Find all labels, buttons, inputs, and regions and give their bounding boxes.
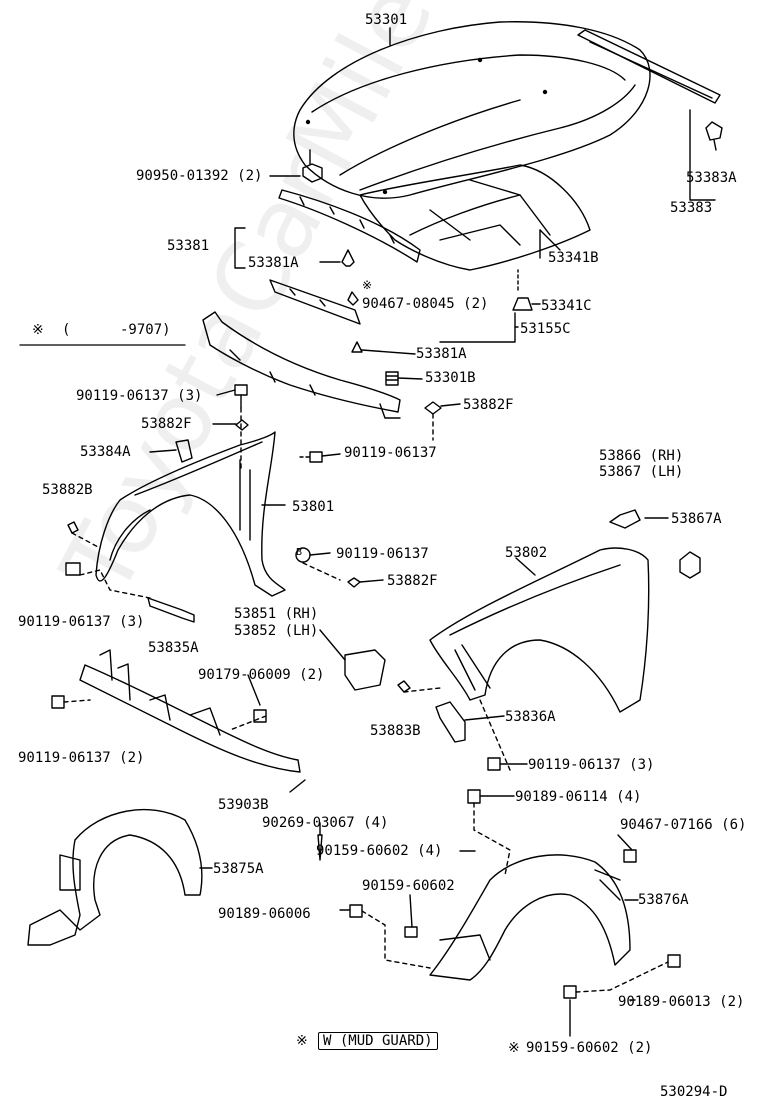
bolt-90119-top[interactable]: [234, 384, 248, 409]
hood-lock-clip-53341c[interactable]: [512, 269, 533, 311]
fender-clip-53866[interactable]: [609, 509, 641, 529]
bracket-53384a[interactable]: [175, 439, 193, 463]
label-90119-06137-single: 90119-06137: [344, 445, 437, 461]
screw-90159-60602-pair[interactable]: [563, 985, 577, 999]
label-53867a: 53867A: [671, 511, 722, 527]
bolt-90119-right[interactable]: [487, 757, 501, 771]
mud-guard-symbol: ※: [296, 1033, 308, 1049]
label-53341b: 53341B: [548, 250, 599, 266]
fender-liner-left[interactable]: [27, 808, 203, 946]
radiator-support-upper[interactable]: [202, 311, 401, 419]
label-90467-08045: 90467-08045 (2): [362, 296, 489, 312]
pad-53883b[interactable]: [397, 680, 411, 693]
clip-90467-08045[interactable]: [347, 291, 359, 306]
label-53882f-left: 53882F: [141, 416, 192, 432]
label-90467-07166: 90467-07166 (6): [620, 817, 747, 833]
label-90119-06137-2: 90119-06137 (2): [18, 750, 145, 766]
hood-seal-strip[interactable]: [577, 29, 723, 201]
dashed-guides: [63, 407, 669, 993]
pad-53882f-left[interactable]: [235, 419, 249, 431]
front-fender-left[interactable]: [95, 431, 286, 597]
label-53852-lh: 53852 (LH): [234, 623, 319, 639]
label-90159-60602-2: 90159-60602 (2): [526, 1040, 653, 1056]
label-90189-06006: 90189-06006: [218, 906, 311, 922]
label-53802: 53802: [505, 545, 548, 561]
fender-liner-right[interactable]: [429, 854, 631, 981]
mud-guard-note: W (MUD GUARD): [318, 1032, 438, 1050]
bolt-90119-mid[interactable]: [299, 451, 323, 463]
clip-90189-06006[interactable]: [349, 904, 363, 918]
label-53876a: 53876A: [638, 892, 689, 908]
nut-90179[interactable]: [253, 709, 267, 723]
label-53882f-lower: 53882F: [387, 573, 438, 589]
label-90119-06137-circled: 90119-06137: [336, 546, 429, 562]
bracket-53835a[interactable]: [147, 597, 195, 623]
label-90269-03067: 90269-03067 (4): [262, 815, 389, 831]
hood-panel[interactable]: [293, 21, 651, 271]
mark-90467: ※: [362, 278, 373, 292]
label-53866-rh: 53866 (RH): [599, 448, 684, 464]
footnote-range: -9707): [120, 322, 171, 338]
hood-lock-reinforcement[interactable]: [278, 189, 421, 263]
label-53836a: 53836A: [505, 709, 556, 725]
cushion-53301b[interactable]: [385, 371, 399, 386]
front-fender-right[interactable]: [429, 547, 650, 713]
label-90179-06009: 90179-06009 (2): [198, 667, 325, 683]
label-53883b: 53883B: [370, 723, 421, 739]
screw-90159-60602[interactable]: [404, 926, 418, 938]
label-90119-06137-3-right: 90119-06137 (3): [528, 757, 655, 773]
label-53301: 53301: [365, 12, 408, 28]
mark-90159-pair: ※: [508, 1040, 520, 1056]
clip-53381a-top[interactable]: [341, 249, 355, 267]
label-90189-06114: 90189-06114 (4): [515, 789, 642, 805]
leader-lines: [149, 27, 669, 1037]
diagram-code: 530294-D: [660, 1084, 728, 1100]
bolt-90119-pair[interactable]: [51, 695, 65, 709]
label-53383: 53383: [670, 200, 713, 216]
leader-53341b: [539, 229, 561, 251]
label-90189-06013: 90189-06013 (2): [618, 994, 745, 1010]
label-90159-60602: 90159-60602: [362, 878, 455, 894]
label-90950-01392: 90950-01392 (2): [136, 168, 263, 184]
label-53381a-top: 53381A: [248, 255, 299, 271]
label-53383a: 53383A: [686, 170, 737, 186]
clip-90189-06114[interactable]: [467, 789, 481, 804]
label-53903b: 53903B: [218, 797, 269, 813]
label-90119-06137-3-top: 90119-06137 (3): [76, 388, 203, 404]
clip-90189-06013[interactable]: [667, 954, 681, 968]
radiator-support-lower[interactable]: [79, 649, 301, 773]
fender-bracket-53851[interactable]: [344, 649, 386, 691]
label-53882b: 53882B: [42, 482, 93, 498]
fender-bracket-53867a[interactable]: [679, 551, 701, 579]
pad-53882b[interactable]: [67, 521, 79, 534]
clip-53381a-mid[interactable]: [351, 341, 363, 353]
clip-90467-07166[interactable]: [623, 849, 637, 863]
label-53867-lh: 53867 (LH): [599, 464, 684, 480]
hood-bumper[interactable]: [302, 149, 323, 183]
footnote-open: (: [62, 322, 71, 338]
pad-53882f-right[interactable]: [424, 401, 442, 415]
label-53835a: 53835A: [148, 640, 199, 656]
bracket-53836a[interactable]: [435, 701, 466, 743]
support-upper-cover[interactable]: [269, 279, 361, 325]
bolt-90119-lower-left[interactable]: [65, 562, 81, 576]
pad-53882f-lower[interactable]: [347, 577, 361, 588]
label-90159-60602-4: 90159-60602 (4): [316, 843, 443, 859]
label-53851-rh: 53851 (RH): [234, 606, 319, 622]
label-53381a-mid: 53381A: [416, 346, 467, 362]
label-53384a: 53384A: [80, 444, 131, 460]
label-53875a: 53875A: [213, 861, 264, 877]
label-53301b: 53301B: [425, 370, 476, 386]
label-53341c: 53341C: [541, 298, 592, 314]
label-53155c: 53155C: [520, 321, 571, 337]
circle-b-label: B: [296, 547, 303, 558]
label-53381: 53381: [167, 238, 210, 254]
footnote-symbol: ※: [32, 322, 44, 338]
label-90119-06137-3-left: 90119-06137 (3): [18, 614, 145, 630]
label-53801: 53801: [292, 499, 335, 515]
label-53882f-right: 53882F: [463, 397, 514, 413]
